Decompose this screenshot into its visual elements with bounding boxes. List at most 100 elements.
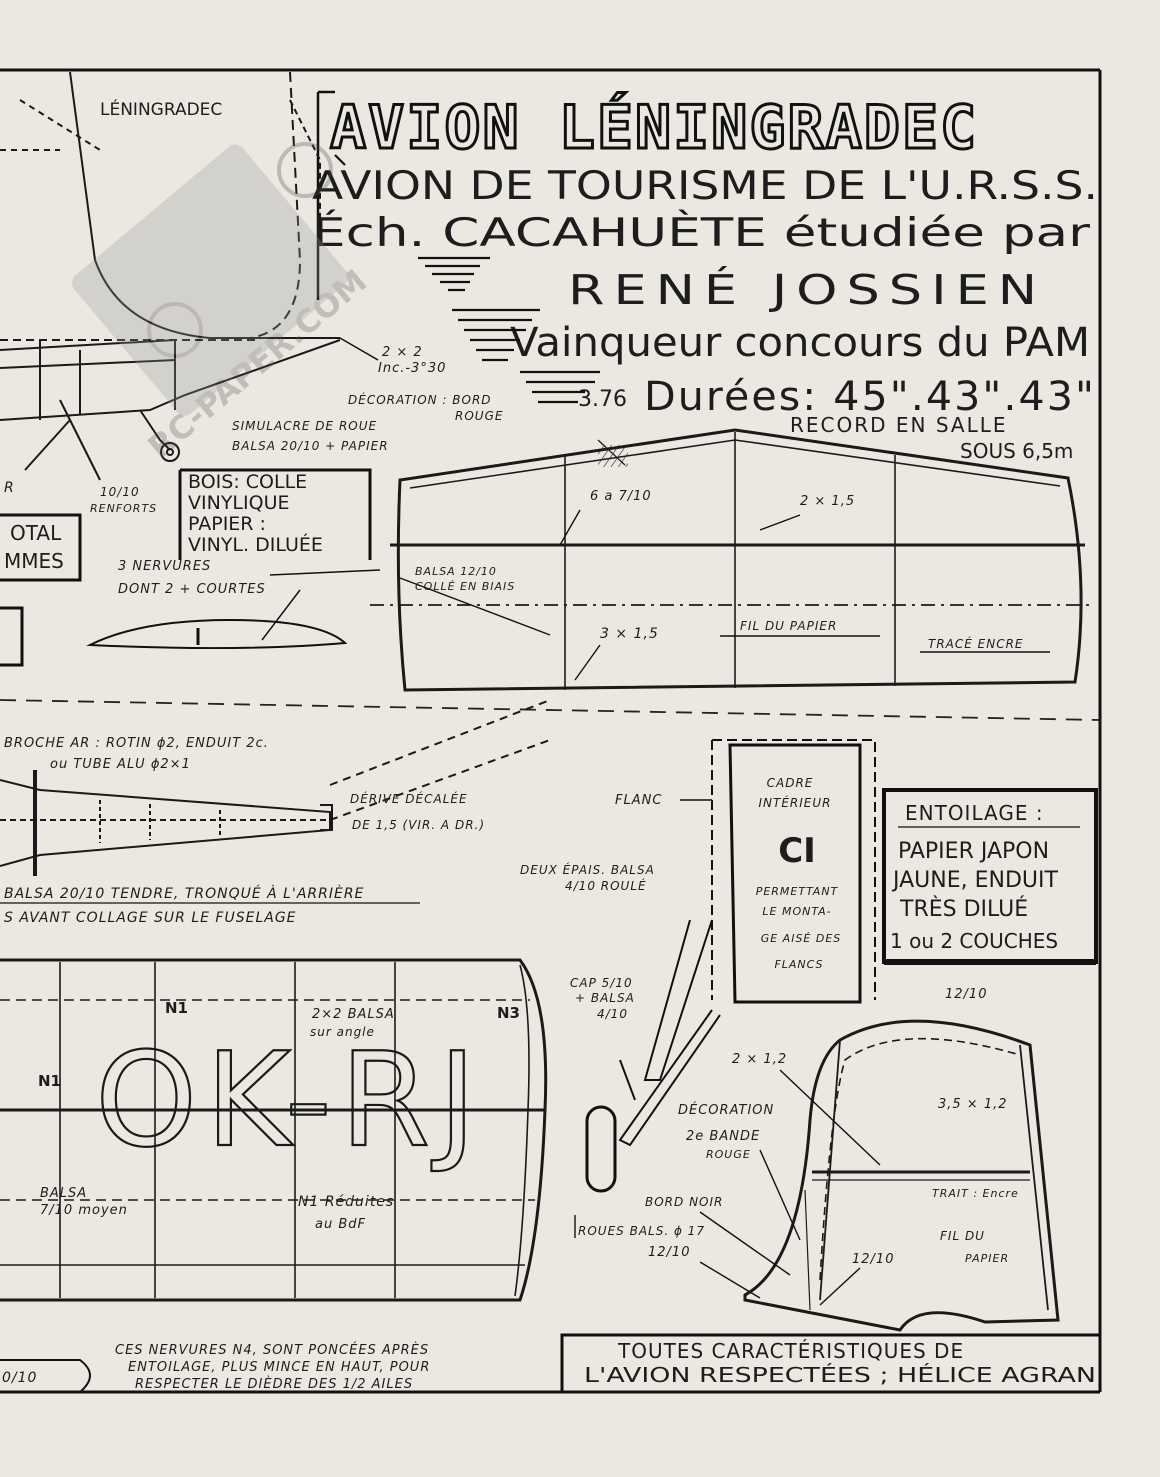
title-record1: RECORD EN SALLE [790, 413, 1008, 437]
label-inc: 2 × 2 [382, 345, 423, 360]
label-n1: N1 [165, 999, 188, 1017]
bois-line-1: BOIS: COLLE [188, 471, 307, 493]
label-deux-epais2: 4/10 ROULÉ [565, 878, 647, 893]
label-balsa710a: BALSA [40, 1186, 87, 1201]
bois-line-3: PAPIER : [188, 513, 266, 535]
label-broche1: BROCHE AR : ROTIN ϕ2, ENDUIT 2c. [4, 736, 269, 751]
label-nervures2: DONT 2 + COURTES [118, 582, 266, 597]
label-renforts: RENFORTS [90, 502, 157, 515]
total-box: OTAL MMES [0, 513, 82, 667]
cadre-code: CI [778, 831, 816, 871]
label-rouge: ROUGE [455, 409, 503, 423]
total-line-1: OTAL [10, 521, 62, 545]
bois-note-box: BOIS: COLLE VINYLIQUE PAPIER : VINYL. DI… [178, 468, 372, 560]
bois-line-4: VINYL. DILUÉE [188, 533, 323, 556]
label-roues: ROUES BALS. ϕ 17 [578, 1224, 705, 1238]
label-1010: 10/10 [100, 485, 140, 499]
label-dec2-2: 2e BANDE [686, 1129, 760, 1144]
label-balsa710b: 7/10 moyen [40, 1203, 128, 1218]
label-nervures1: 3 NERVURES [118, 559, 211, 574]
rudder-plan [743, 1019, 1060, 1332]
label-1210a: 12/10 [648, 1245, 690, 1260]
label-flanc: FLANC [615, 793, 662, 808]
label-inc2: Inc.-3°30 [378, 361, 446, 376]
label-dec2-1: DÉCORATION [678, 1102, 774, 1118]
landing-strut [585, 919, 721, 1193]
label-o10: 0/10 [2, 1370, 37, 1386]
label-balsa-tendre: BALSA 20/10 TENDRE, TRONQUÉ À L'ARRIÈRE [4, 885, 364, 902]
label-balsa1210: BALSA 12/10 [415, 565, 497, 578]
label-6a710: 6 a 7/10 [590, 489, 652, 504]
label-avant-collage: S AVANT COLLAGE SUR LE FUSELAGE [4, 910, 297, 926]
wing-plan [0, 958, 548, 1302]
label-fil-du: FIL DU [940, 1229, 985, 1243]
label-dec2-3: ROUGE [706, 1148, 751, 1161]
label-deux-epais1: DEUX ÉPAIS. BALSA [520, 862, 655, 877]
cadre-desc-3: GE AISÉ DES [761, 932, 842, 945]
label-n4-2: ENTOILAGE, PLUS MINCE EN HAUT, POUR [128, 1360, 430, 1375]
label-1210b: 12/10 [852, 1252, 894, 1267]
label-trait-encre: TRAIT : Encre [932, 1187, 1019, 1200]
total-line-2: MMES [4, 549, 64, 573]
title-block: AVION LÉNINGRADEC AVION DE TOURISME DE L… [312, 90, 1098, 464]
label-decoration-bord: DÉCORATION : BORD [348, 392, 492, 407]
cadre-ci: CADRE INTÉRIEUR CI PERMETTANT LE MONTA- … [711, 739, 876, 1004]
cadre-line-1: CADRE [767, 776, 814, 790]
centreline [0, 699, 1101, 721]
label-bord-noir: BORD NOIR [645, 1195, 723, 1209]
label-colle-biais: COLLÉ EN BIAIS [415, 580, 515, 593]
entoilage-line-1: PAPIER JAPON [898, 839, 1049, 864]
title-line1: AVION DE TOURISME DE L'U.R.S.S. [312, 164, 1098, 209]
footer-line-1: TOUTES CARACTÉRISTIQUES DE [617, 1339, 964, 1363]
bottom-notes: 0/10 CES NERVURES N4, SONT PONCÉES APRÈS… [0, 1333, 1100, 1393]
title-line3: Vainqueur concours du PAM [510, 320, 1090, 366]
bois-line-2: VINYLIQUE [188, 492, 289, 514]
wing-registration: OK-RJ [95, 1024, 485, 1176]
label-cap-balsa: + BALSA [575, 991, 635, 1005]
label-35x12: 3,5 × 1,2 [938, 1097, 1008, 1112]
label-trace-encre: TRACÉ ENCRE [928, 636, 1024, 651]
label-cap410: 4/10 [597, 1007, 628, 1021]
fuselage-side-view [0, 71, 341, 481]
label-sur-angle: sur angle [310, 1025, 375, 1039]
title-main: AVION LÉNINGRADEC [330, 91, 978, 163]
label-1210-top: 12/10 [945, 987, 987, 1002]
cadre-desc-2: LE MONTA- [762, 905, 831, 918]
label-derive1: DÉRIVE DÉCALÉE [350, 791, 468, 806]
footer-line-2: L'AVION RESPECTÉES ; HÉLICE AGRAN [584, 1363, 1096, 1387]
tailplane-plan [370, 428, 1090, 692]
label-simulacre: SIMULACRE DE ROUE [232, 419, 377, 433]
label-3x15: 3 × 1,5 [600, 626, 659, 642]
cadre-line-2: INTÉRIEUR [758, 795, 831, 810]
label-2x2balsa: 2×2 BALSA [312, 1007, 395, 1022]
label-au-baf: au BdF [315, 1217, 366, 1232]
entoilage-title: ENTOILAGE : [905, 801, 1044, 825]
rib-airfoil [86, 589, 348, 650]
title-durations: Durées: 45".43".43" [644, 374, 1096, 420]
label-n1b: N1 [38, 1072, 61, 1090]
label-fil-papier: FIL DU PAPIER [740, 619, 837, 633]
label-derive2: DE 1,5 (VIR. A DR.) [352, 818, 485, 832]
fuselage-label: LÉNINGRADEC [100, 98, 222, 120]
title-line2: Éch. CACAHUÈTE étudiée par [312, 209, 1091, 256]
label-n4-3: RESPECTER LE DIÈDRE DES 1/2 AILES [135, 1376, 413, 1392]
label-n3: N3 [497, 1004, 520, 1022]
label-n4-1: CES NERVURES N4, SONT PONCÉES APRÈS [115, 1342, 429, 1358]
entoilage-line-4: 1 ou 2 COUCHES [890, 929, 1058, 953]
label-r: R [4, 480, 15, 496]
title-author: RENÉ JOSSIEN [568, 266, 1046, 314]
entoilage-line-3: TRÈS DILUÉ [899, 896, 1028, 922]
title-record2: SOUS 6,5m [960, 439, 1073, 463]
cadre-desc-4: FLANCS [774, 958, 823, 971]
label-cap510: CAP 5/10 [570, 976, 633, 990]
label-broche2: ou TUBE ALU ϕ2×1 [50, 757, 191, 772]
entoilage-line-2: JAUNE, ENDUIT [891, 868, 1058, 893]
fuselage-top-view [0, 699, 551, 876]
label-n1-reduites: N1 Réduites [298, 1194, 394, 1210]
entoilage-box: ENTOILAGE : PAPIER JAPON JAUNE, ENDUIT T… [882, 788, 1098, 965]
title-date: 3.76 [578, 387, 627, 412]
label-papier: PAPIER [965, 1252, 1009, 1265]
label-balsa2010: BALSA 20/10 + PAPIER [232, 439, 389, 453]
